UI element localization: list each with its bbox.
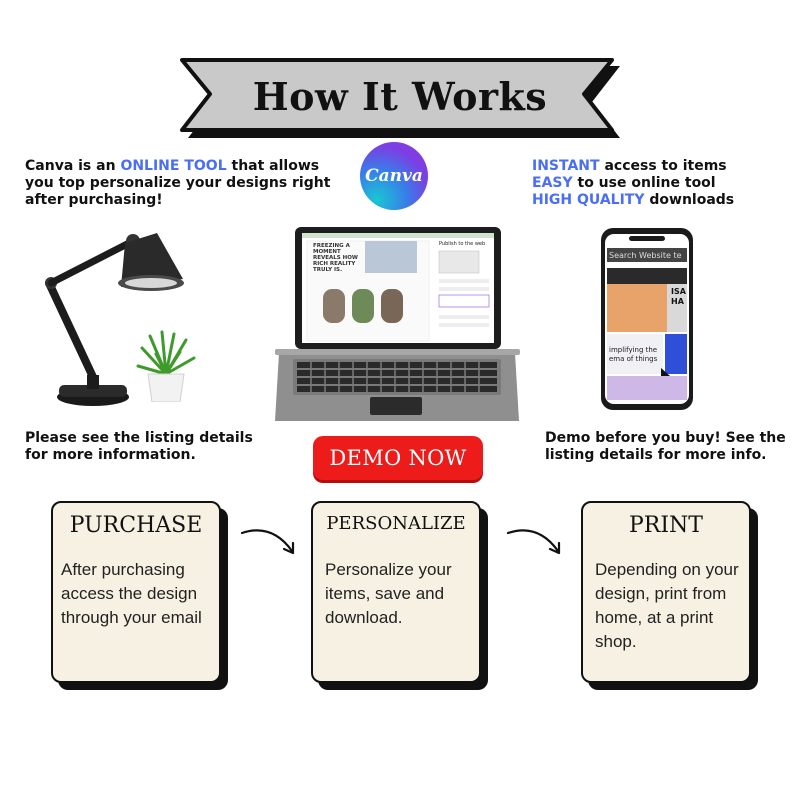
step-text: Personalize your <box>325 560 452 579</box>
step-title: PERSONALIZE <box>326 513 466 534</box>
laptop-headline-line: MOMENT <box>313 249 341 255</box>
step-card-purchase: PURCHASE After purchasing access the des… <box>51 501 221 683</box>
phone-banner-line: ema of things <box>609 355 658 363</box>
intro-highlight: ONLINE TOOL <box>120 158 227 174</box>
feature-item: INSTANT access to items <box>532 158 782 175</box>
desk-lamp-illustration <box>45 233 184 406</box>
feature-highlight: HIGH QUALITY <box>532 192 645 208</box>
step-text: After purchasing <box>61 560 185 579</box>
phone-banner-line: implifying the <box>609 346 657 354</box>
note-line: for more information. <box>25 447 196 463</box>
step-text: through your email <box>61 608 202 627</box>
laptop-headline-line: RICH REALITY <box>313 261 356 267</box>
step-card-print: PRINT Depending on your design, print fr… <box>581 501 751 683</box>
intro-line1-b: that allows <box>226 158 320 174</box>
step-text: design, print from <box>595 584 727 603</box>
laptop-illustration: FREEZING A MOMENT REVEALS HOW RICH REALI… <box>275 227 520 421</box>
arrow-icon <box>506 529 561 555</box>
step-title: PRINT <box>629 513 703 538</box>
phone-search-placeholder: Search Website te <box>609 251 682 260</box>
feature-item: HIGH QUALITY downloads <box>532 192 782 209</box>
arrow-icon <box>240 529 295 555</box>
demo-now-button[interactable]: DEMO NOW <box>313 436 483 480</box>
laptop-headline-line: TRULY IS. <box>313 267 342 273</box>
phone-side-text: HA <box>671 297 685 306</box>
feature-text: downloads <box>644 192 735 208</box>
feature-item: EASY to use online tool <box>532 175 782 192</box>
step-text: shop. <box>595 632 637 651</box>
listing-details-note: Please see the listing details for more … <box>25 430 285 464</box>
step-text: Depending on your <box>595 560 739 579</box>
step-text: download. <box>325 608 403 627</box>
note-line: Demo before you buy! See the <box>545 430 786 446</box>
feature-highlight: INSTANT <box>532 158 600 174</box>
step-text: home, at a print <box>595 608 714 627</box>
step-title: PURCHASE <box>69 513 203 538</box>
canva-logo: Canva <box>360 142 428 210</box>
feature-text: access to items <box>599 158 727 174</box>
feature-text: to use online tool <box>572 175 716 191</box>
intro-line3: after purchasing! <box>25 192 163 208</box>
demo-note: Demo before you buy! See the listing det… <box>545 430 790 464</box>
phone-illustration: Search Website te ISA HA implifying the … <box>601 228 693 410</box>
laptop-headline-line: REVEALS HOW <box>313 255 358 261</box>
potted-plant-illustration <box>136 330 196 402</box>
laptop-headline-line: FREEZING A <box>313 243 351 249</box>
intro-text: Canva is an ONLINE TOOL that allows you … <box>25 158 335 209</box>
laptop-panel-title: Publish to the web <box>439 241 485 247</box>
step-card-personalize: PERSONALIZE Personalize your items, save… <box>311 501 481 683</box>
svg-text:FREEZING A MOMENT REVE: FREEZING A MOMENT REVEALS HOW RICH REALI… <box>313 243 360 273</box>
step-text: access the design <box>61 584 198 603</box>
feature-highlight: EASY <box>532 175 573 191</box>
canva-logo-text: Canva <box>365 166 423 186</box>
intro-line2: you top personalize your designs right <box>25 175 331 191</box>
step-text: items, save and <box>325 584 445 603</box>
note-line: listing details for more info. <box>545 447 767 463</box>
feature-list: INSTANT access to items EASY to use onli… <box>532 158 782 209</box>
phone-side-text: ISA <box>671 287 687 296</box>
note-line: Please see the listing details <box>25 430 253 446</box>
intro-line1-a: Canva is an <box>25 158 121 174</box>
page-title: How It Works <box>252 74 548 119</box>
title-ribbon <box>180 58 620 138</box>
